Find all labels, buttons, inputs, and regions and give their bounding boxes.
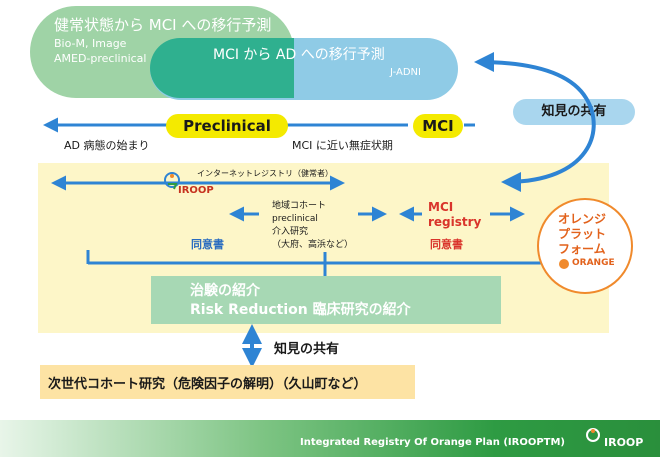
trial-line2: Risk Reduction 臨床研究の紹介 [190,302,411,318]
preclinical-pill: Preclinical [166,114,288,138]
orange-logo-text: ORANGE [572,258,615,268]
orange-platform-circle [537,198,633,294]
knowledge-share-bottom: 知見の共有 [274,342,340,357]
trial-intro-box [151,276,501,324]
blue-sub: J-ADNI [390,67,421,78]
ad-onset-label: AD 病態の始まり [64,139,150,152]
next-cohort-text: 次世代コホート研究（危険因子の解明）（久山町など） [48,377,367,392]
consent-right: 同意書 [430,238,463,251]
knowledge-share-top: 知見の共有 [513,99,635,125]
internet-registry-label: インターネットレジストリ（健常者） [197,169,333,178]
footer-logo-text: IROOP [604,436,644,449]
pill-overlap [150,38,294,98]
footer-title: Integrated Registry Of Orange Plan (IROO… [300,437,565,448]
green-sub1: Bio-M, Image [54,37,127,50]
near-mci-label: MCI に近い無症状期 [292,139,393,152]
knowledge-curve-arrow [474,52,596,192]
next-cohort-box [40,365,415,399]
footer-logo-icon [585,426,603,444]
mci-pill: MCI [413,114,463,138]
green-title: 健常状態から MCI への移行予測 [54,16,272,34]
iroop-figure-icon [162,171,190,193]
iroop-logo-text: IROOP [178,185,214,196]
footer-band [0,420,660,457]
regional-cohort-text: 地域コホート preclinical 介入研究 （大府、高浜など） [272,201,354,250]
orange-platform-text: オレンジ プラット フォーム [558,212,607,256]
mci-registry-label: MCI registry [428,200,482,229]
orange-fruit-icon [559,259,569,269]
trial-line1: 治験の紹介 [190,283,260,299]
consent-left: 同意書 [191,238,224,251]
green-sub2: AMED-preclinical [54,52,147,65]
blue-title: MCI から AD への移行予測 [213,47,385,63]
